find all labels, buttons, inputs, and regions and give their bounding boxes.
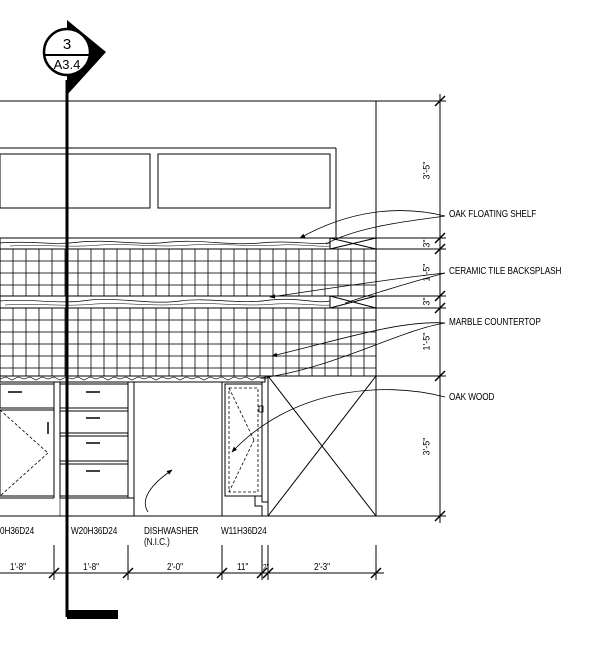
marble-countertop xyxy=(0,375,271,383)
callout-marble-countertop: MARBLE COUNTERTOP xyxy=(449,317,541,328)
hdim-1: 1'-8" xyxy=(10,562,26,573)
vdim-base: 3'-5" xyxy=(421,437,432,456)
vdim-shelf2: 3" xyxy=(421,297,432,306)
horizontal-dimensions xyxy=(0,545,384,580)
cabinet-label-1: 0H36D24 xyxy=(0,526,35,537)
callout-leaders xyxy=(144,210,446,513)
hdim-6: 2'-3" xyxy=(314,562,330,573)
vertical-dimensions xyxy=(376,94,446,523)
ceramic-tile-backsplash-upper xyxy=(0,248,377,297)
oak-floating-shelf-upper xyxy=(0,237,377,250)
section-tag xyxy=(42,20,106,95)
base-cabinets xyxy=(0,375,377,517)
hdim-2: 1'-8" xyxy=(83,562,99,573)
section-cut-line xyxy=(65,80,118,619)
hdim-4: 11" xyxy=(237,562,249,573)
vdim-shelf1: 3" xyxy=(421,239,432,248)
oak-floating-shelf-lower xyxy=(0,295,377,309)
vdim-upper: 3'-5" xyxy=(421,161,432,180)
vdim-tile1: 1'-5" xyxy=(421,263,432,282)
callout-ceramic-tile-backsplash: CERAMIC TILE BACKSPLASH xyxy=(449,266,562,277)
ceramic-tile-backsplash-lower xyxy=(0,307,377,377)
dishwasher-note: (N.I.C.) xyxy=(144,537,170,548)
dishwasher-label: DISHWASHER xyxy=(144,526,199,537)
cabinet-label-2: W20H36D24 xyxy=(71,526,118,537)
callout-oak-floating-shelf: OAK FLOATING SHELF xyxy=(449,209,537,220)
section-tag-number: 3 xyxy=(62,36,72,53)
callout-oak-wood: OAK WOOD xyxy=(449,392,495,403)
vdim-tile2: 1'-5" xyxy=(421,332,432,351)
section-tag-sheet: A3.4 xyxy=(53,57,81,72)
hdim-5: 2" xyxy=(263,563,269,572)
hdim-3: 2'-0" xyxy=(167,562,183,573)
cabinet-label-3: W11H36D24 xyxy=(221,526,267,537)
